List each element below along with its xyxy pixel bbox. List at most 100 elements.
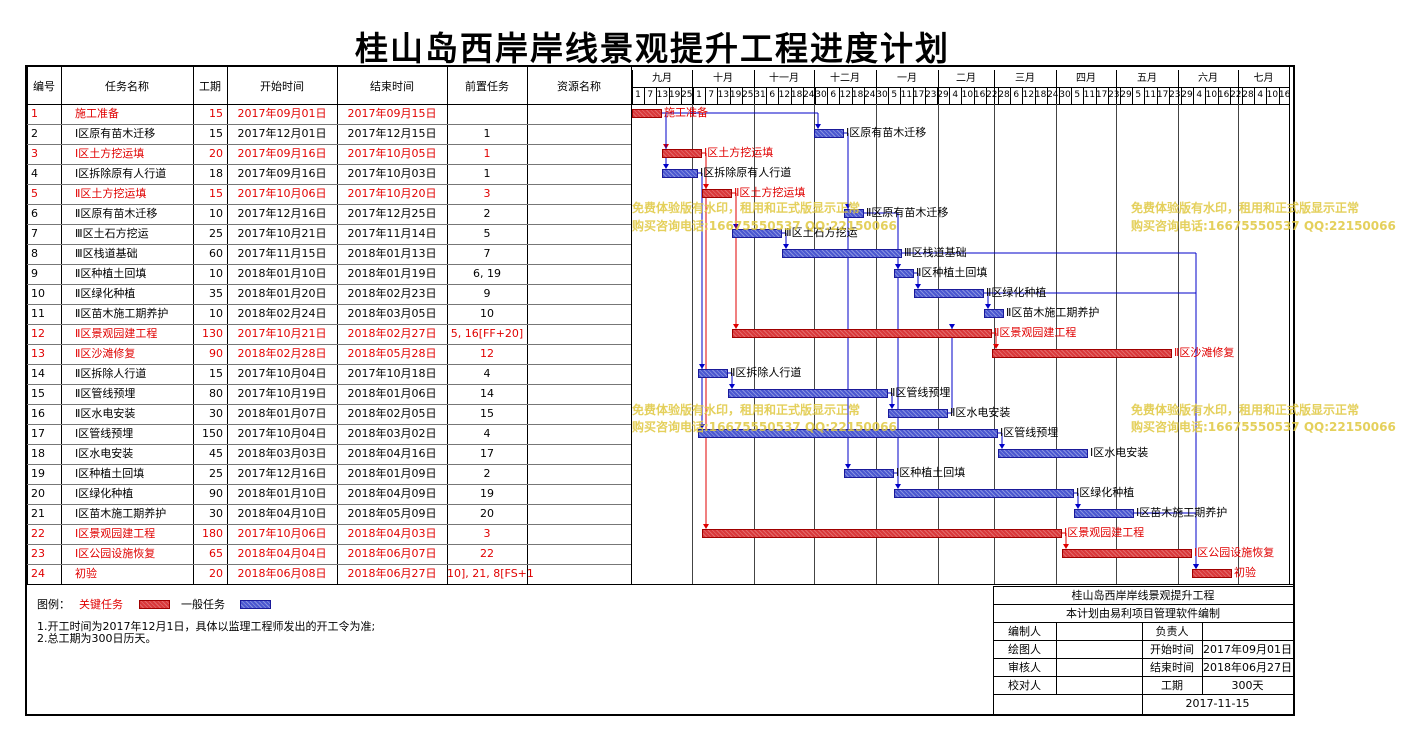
gantt-bar[interactable] xyxy=(732,229,782,238)
info-duration: 300天 xyxy=(1231,679,1264,692)
table-cell-start: 2017年09月16日 xyxy=(237,147,327,160)
table-cell-pred: 2 xyxy=(483,207,491,220)
table-cell-end: 2017年10月05日 xyxy=(347,147,437,160)
gantt-bar[interactable] xyxy=(1074,509,1134,518)
table-cell-id: 19 xyxy=(31,467,45,480)
table-cell-duration: 25 xyxy=(209,227,223,240)
gantt-bar[interactable] xyxy=(1192,569,1232,578)
month-label: 十月 xyxy=(713,73,733,84)
day-tick-label: 22 xyxy=(986,90,998,100)
column-header: 任务名称 xyxy=(105,80,149,93)
table-cell-end: 2018年04月03日 xyxy=(347,527,437,540)
table-cell-resource xyxy=(527,344,631,364)
day-tick-label: 4 xyxy=(1196,90,1203,100)
gantt-bar[interactable] xyxy=(702,529,1062,538)
day-tick-label: 30 xyxy=(1059,90,1071,100)
table-cell-end: 2017年12月25日 xyxy=(347,207,437,220)
gantt-bar[interactable] xyxy=(698,369,728,378)
gantt-bar[interactable] xyxy=(894,269,914,278)
day-tick-label: 5 xyxy=(891,90,898,100)
gantt-bar-label: Ⅰ区公园设施恢复 xyxy=(1194,546,1275,559)
day-tick-label: 11 xyxy=(900,90,913,100)
table-cell-end: 2017年11月14日 xyxy=(347,227,437,240)
day-tick-label: 17 xyxy=(1095,90,1108,100)
table-cell-end: 2017年10月18日 xyxy=(347,367,437,380)
table-cell-id: 24 xyxy=(31,567,45,580)
gantt-bar[interactable] xyxy=(814,129,844,138)
gantt-bar[interactable] xyxy=(728,389,888,398)
table-cell-end: 2018年03月05日 xyxy=(347,307,437,320)
gantt-bar[interactable] xyxy=(844,209,864,218)
month-label: 三月 xyxy=(1015,73,1035,84)
gantt-bar[interactable] xyxy=(662,169,698,178)
gantt-bar[interactable] xyxy=(662,149,702,158)
gantt-bar[interactable] xyxy=(992,349,1172,358)
table-cell-resource xyxy=(527,444,631,464)
day-tick-label: 30 xyxy=(815,90,827,100)
gantt-bar-label: Ⅱ区原有苗木迁移 xyxy=(866,206,949,219)
gantt-bar-label: Ⅲ区土石方挖运 xyxy=(784,226,858,239)
gantt-bar[interactable] xyxy=(894,489,1074,498)
table-cell-start: 2018年02月24日 xyxy=(237,307,327,320)
legend-critical-label: 关键任务 xyxy=(79,598,123,611)
gantt-bar[interactable] xyxy=(782,249,902,258)
table-cell-start: 2018年04月10日 xyxy=(237,507,327,520)
info-drawer-label: 绘图人 xyxy=(1008,643,1041,656)
table-cell-id: 7 xyxy=(31,227,38,240)
table-cell-end: 2018年03月02日 xyxy=(347,427,437,440)
day-tick-label: 5 xyxy=(1074,90,1081,100)
table-cell-resource xyxy=(527,144,631,164)
table-cell-end: 2018年01月06日 xyxy=(347,387,437,400)
table-cell-duration: 30 xyxy=(209,507,223,520)
gantt-bar[interactable] xyxy=(888,409,948,418)
table-cell-resource xyxy=(527,464,631,484)
table-cell-end: 2018年05月09日 xyxy=(347,507,437,520)
gantt-bar[interactable] xyxy=(698,429,998,438)
table-cell-end: 2018年04月09日 xyxy=(347,487,437,500)
gantt-bar[interactable] xyxy=(732,329,992,338)
day-tick-label: 18 xyxy=(1034,90,1047,100)
table-cell-end: 2018年04月16日 xyxy=(347,447,437,460)
day-tick-label: 16 xyxy=(1278,90,1291,100)
table-cell-start: 2017年10月19日 xyxy=(237,387,327,400)
table-cell-name: Ⅱ区原有苗木迁移 xyxy=(75,207,158,220)
gantt-bar[interactable] xyxy=(914,289,984,298)
day-tick-label: 17 xyxy=(912,90,925,100)
day-tick-label: 11 xyxy=(1083,90,1096,100)
gantt-bar[interactable] xyxy=(1062,549,1192,558)
table-cell-name: Ⅰ区土方挖运填 xyxy=(75,147,145,160)
table-cell-resource xyxy=(527,424,631,444)
month-label: 十一月 xyxy=(769,73,799,84)
legend-label: 图例： xyxy=(37,598,70,611)
gantt-bar[interactable] xyxy=(844,469,894,478)
table-cell-duration: 10 xyxy=(209,207,223,220)
note-2: 2.总工期为300日历天。 xyxy=(37,632,157,645)
table-cell-duration: 15 xyxy=(209,367,223,380)
legend-normal-swatch xyxy=(240,600,271,609)
table-cell-pred: 7 xyxy=(483,247,491,260)
watermark-line: 购买咨询电话:16675550537 QQ:22150066 xyxy=(1131,420,1396,434)
table-cell-duration: 65 xyxy=(209,547,223,560)
column-header: 编号 xyxy=(33,80,55,93)
table-cell-pred: 22 xyxy=(480,547,494,560)
table-cell-end: 2018年01月13日 xyxy=(347,247,437,260)
table-cell-end: 2018年01月09日 xyxy=(347,467,437,480)
table-cell-duration: 15 xyxy=(209,127,223,140)
info-start: 2017年09月01日 xyxy=(1203,643,1292,656)
gantt-bar[interactable] xyxy=(998,449,1088,458)
gantt-bar[interactable] xyxy=(702,189,732,198)
column-header: 资源名称 xyxy=(557,80,601,93)
gantt-bar[interactable] xyxy=(632,109,662,118)
table-cell-end: 2018年02月23日 xyxy=(347,287,437,300)
gantt-bar[interactable] xyxy=(984,309,1004,318)
day-tick-label: 5 xyxy=(1135,90,1142,100)
info-reviewer-label: 审核人 xyxy=(1008,661,1041,674)
table-cell-name: Ⅰ区管线预埋 xyxy=(75,427,134,440)
table-cell-duration: 10 xyxy=(209,267,223,280)
watermark-line: 免费体验版有水印，租用和正式版显示正常 xyxy=(1131,403,1360,417)
table-cell-end: 2018年06月27日 xyxy=(347,567,437,580)
note-1: 1.开工时间为2017年12月1日，具体以监理工程师发出的开工令为准; xyxy=(37,620,376,633)
watermark-line: 购买咨询电话:16675550537 QQ:22150066 xyxy=(632,420,897,434)
info-owner-label: 负责人 xyxy=(1155,625,1189,638)
table-cell-id: 15 xyxy=(31,387,45,400)
